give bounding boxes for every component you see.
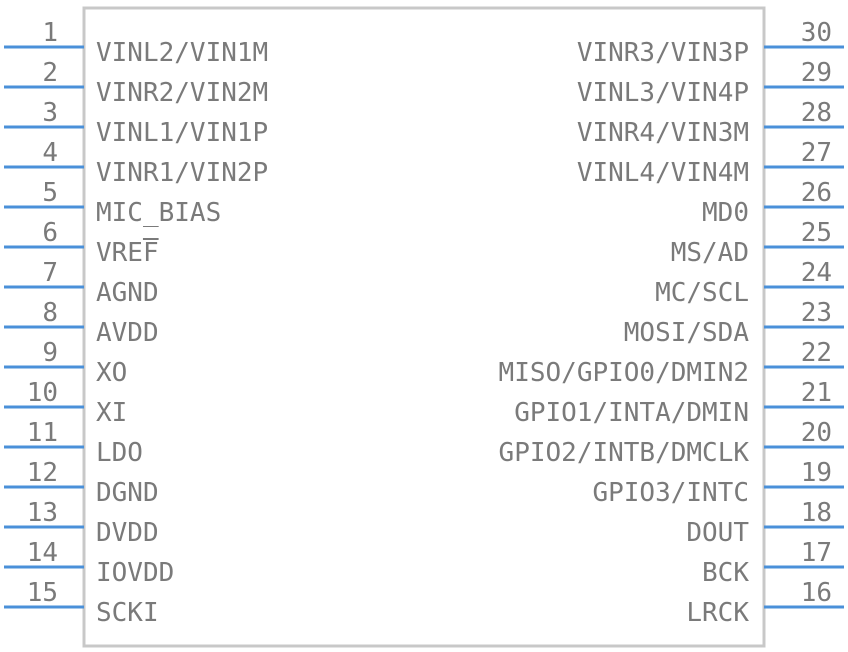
pin-name: XI — [96, 398, 127, 428]
pin-name: GPIO1/INTA/DMIN — [514, 398, 749, 428]
pin-name: VINR2/VIN2M — [96, 78, 268, 108]
pin-name: VINL3/VIN4P — [577, 78, 749, 108]
pin-number: 23 — [801, 298, 832, 328]
pin-name: DOUT — [686, 518, 749, 548]
pin-name: MD0 — [702, 198, 749, 228]
pin-number: 6 — [42, 218, 58, 248]
pin-number: 28 — [801, 98, 832, 128]
pin-number: 8 — [42, 298, 58, 328]
pin-number: 14 — [27, 538, 58, 568]
pin-name: LRCK — [686, 598, 749, 628]
pin-name: LDO — [96, 438, 143, 468]
pin-number: 10 — [27, 378, 58, 408]
pin-number: 25 — [801, 218, 832, 248]
pin-name: MISO/GPIO0/DMIN2 — [499, 358, 749, 388]
pin-name: VINL2/VIN1M — [96, 38, 268, 68]
pin-number: 1 — [42, 18, 58, 48]
left-pin-group: 1VINL2/VIN1M2VINR2/VIN2M3VINL1/VIN1P4VIN… — [4, 18, 268, 628]
pin-name: MC/SCL — [655, 278, 749, 308]
pin-number: 29 — [801, 58, 832, 88]
pin-name: IOVDD — [96, 558, 174, 588]
pin-name: GPIO2/INTB/DMCLK — [499, 438, 750, 468]
pin-number: 21 — [801, 378, 832, 408]
pin-name: MS/AD — [671, 238, 749, 268]
pin-name: SCKI — [96, 598, 159, 628]
pin-number: 24 — [801, 258, 832, 288]
pin-name: DVDD — [96, 518, 159, 548]
pin-name: MIC_BIAS — [96, 198, 221, 228]
pin-name: AGND — [96, 278, 159, 308]
pin-number: 22 — [801, 338, 832, 368]
pin-number: 7 — [42, 258, 58, 288]
pin-number: 12 — [27, 458, 58, 488]
pin-number: 3 — [42, 98, 58, 128]
pin-number: 19 — [801, 458, 832, 488]
pin-name: VINR1/VIN2P — [96, 158, 268, 188]
pin-number: 16 — [801, 578, 832, 608]
pin-name: VINL1/VIN1P — [96, 118, 268, 148]
pin-number: 17 — [801, 538, 832, 568]
pin-name: DGND — [96, 478, 159, 508]
pin-name: VINL4/VIN4M — [577, 158, 749, 188]
pin-number: 5 — [42, 178, 58, 208]
pin-name: VREF — [96, 238, 159, 268]
left-pin-9: 9XO — [4, 338, 127, 388]
pin-name: VINR3/VIN3P — [577, 38, 749, 68]
pin-name: AVDD — [96, 318, 159, 348]
pin-number: 20 — [801, 418, 832, 448]
pin-number: 13 — [27, 498, 58, 528]
pin-number: 26 — [801, 178, 832, 208]
pin-number: 27 — [801, 138, 832, 168]
right-pin-group: 30VINR3/VIN3P29VINL3/VIN4P28VINR4/VIN3M2… — [499, 18, 844, 628]
pin-number: 18 — [801, 498, 832, 528]
pin-name: XO — [96, 358, 127, 388]
pin-name: VINR4/VIN3M — [577, 118, 749, 148]
pin-name: GPIO3/INTC — [592, 478, 749, 508]
pin-number: 4 — [42, 138, 58, 168]
pin-number: 9 — [42, 338, 58, 368]
pin-name: BCK — [702, 558, 749, 588]
pin-name: MOSI/SDA — [624, 318, 750, 348]
pin-number: 11 — [27, 418, 58, 448]
pin-number: 2 — [42, 58, 58, 88]
pin-number: 30 — [801, 18, 832, 48]
pin-number: 15 — [27, 578, 58, 608]
